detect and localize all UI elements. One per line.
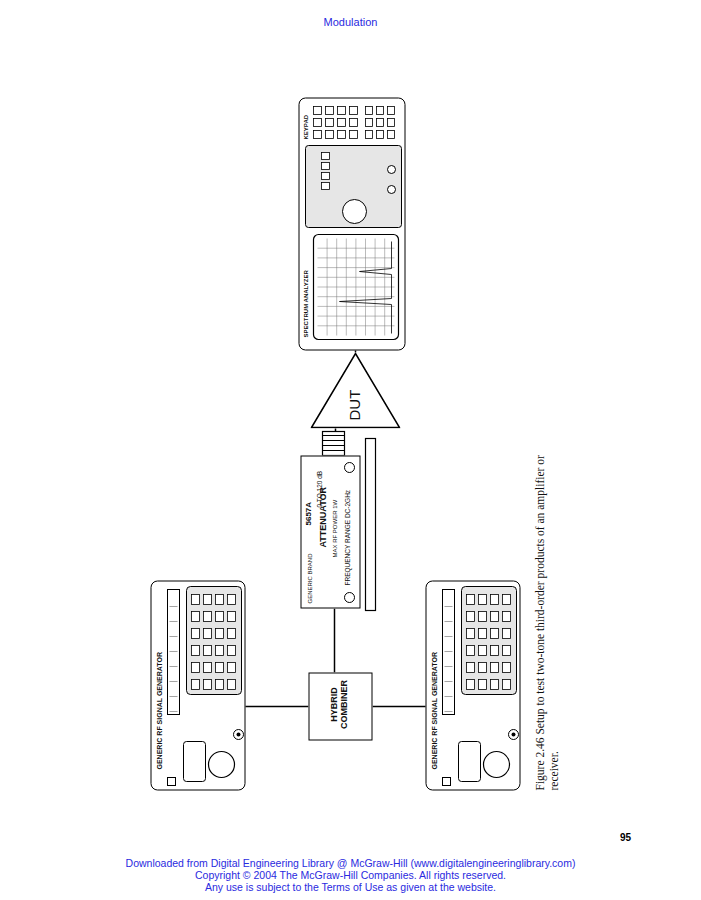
node-label: GENERIC BRAND — [306, 553, 313, 603]
cable — [333, 608, 335, 672]
signal-generator-panel — [426, 579, 521, 789]
signal-generator: GENERIC RF SIGNAL GENERATOR — [150, 580, 245, 790]
cable — [245, 705, 308, 707]
signal-generator: GENERIC RF SIGNAL GENERATOR — [425, 580, 520, 790]
signal-generator-panel — [151, 579, 246, 789]
node-label: GENERIC RF SIGNAL GENERATOR — [430, 652, 438, 769]
cable — [372, 705, 425, 707]
node-label: SPECTRUM ANALYZER — [302, 270, 309, 337]
node-label: ATTENUATOR — [318, 487, 328, 548]
node-label: HYBRID COMBINER — [329, 675, 349, 733]
footer-note: Downloaded from Digital Engineering Libr… — [126, 857, 576, 869]
node-label: FREQUENCY RANGE DC-2GHz — [343, 489, 350, 585]
page-number: 95 — [620, 832, 631, 843]
spectrum-analyzer: SPECTRUM ANALYZER KEYPAD — [298, 97, 405, 350]
node-label: 5657A — [304, 501, 313, 525]
figure-frame: Figure 2.46 Setup to test two-tone third… — [130, 95, 570, 800]
attenuator-box: 5657A0 TO 120 dBGENERIC BRANDATTENUATORM… — [300, 455, 360, 608]
node-label: KEYPAD — [302, 114, 309, 139]
dut-amplifier: DUT — [310, 352, 400, 428]
node-label: GENERIC RF SIGNAL GENERATOR — [155, 652, 163, 769]
hybrid-combiner: HYBRID COMBINER — [308, 672, 372, 740]
footer-note: Copyright © 2004 The McGraw-Hill Compani… — [195, 869, 506, 881]
footer-note: Any use is subject to the Terms of Use a… — [205, 881, 496, 893]
figure-caption: Figure 2.46 Setup to test two-tone third… — [532, 430, 561, 790]
spectrum-analyzer-panel — [299, 96, 406, 349]
node-label: MAX RF POWER 1W — [331, 499, 338, 557]
running-header: Modulation — [324, 16, 378, 28]
node-label: DUT — [346, 389, 363, 420]
